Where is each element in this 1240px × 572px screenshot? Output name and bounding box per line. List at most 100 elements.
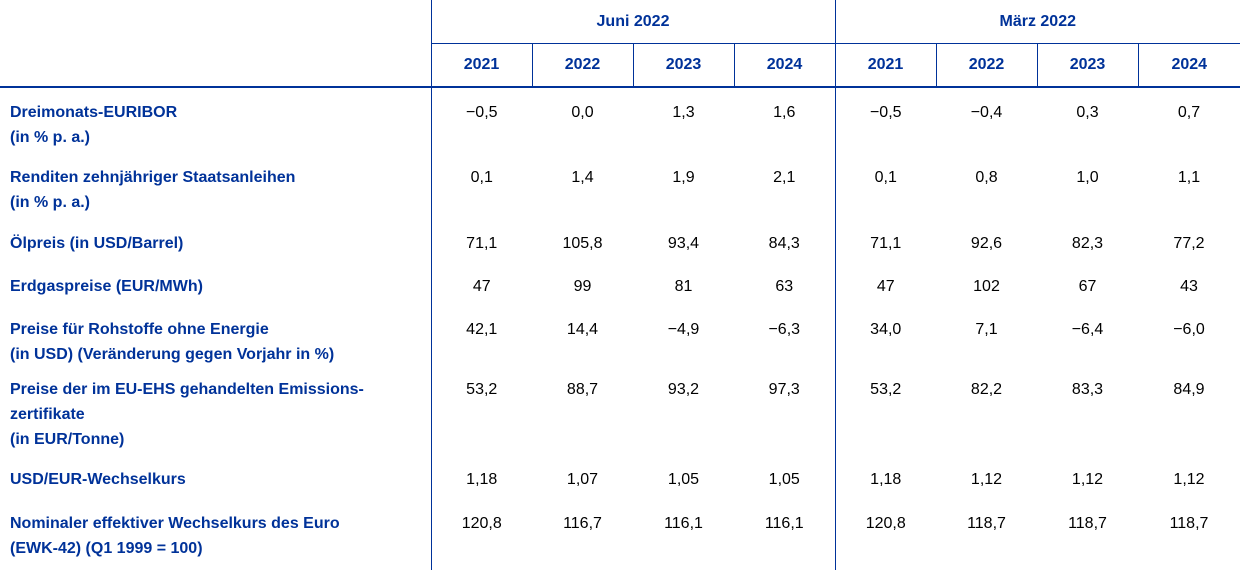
year-header: 2024	[1137, 43, 1240, 88]
value-cell: 116,1	[764, 515, 804, 532]
row-label-line: Erdgaspreise (EUR/MWh)	[10, 278, 203, 295]
year-header: 2023	[1036, 43, 1138, 88]
value-cell: 84,9	[1173, 381, 1205, 398]
value-cell: 34,0	[834, 317, 936, 377]
table-row: Preise der im EU-EHS gehandelten Emissio…	[0, 377, 1240, 467]
row-label-line: Dreimonats-EURIBOR	[10, 104, 178, 121]
row-label-line: Preise der im EU-EHS gehandelten Emissio…	[10, 381, 364, 398]
value-cell: 71,1	[430, 231, 532, 274]
value-cell: 93,2	[667, 381, 700, 398]
row-label: Nominaler effektiver Wechselkurs des Eur…	[0, 511, 431, 570]
value-cell: −0,4	[970, 104, 1003, 121]
row-label-line: (in % p. a.)	[10, 194, 90, 211]
value-cell: 1,3	[672, 104, 695, 121]
value-cell: 118,7	[1068, 515, 1107, 532]
year-header: 2021	[430, 43, 532, 88]
value-cell: 42,1	[430, 317, 532, 377]
header-corner	[0, 0, 431, 44]
value-cell: −0,5	[430, 87, 532, 165]
value-cell: 0,0	[571, 104, 594, 121]
value-cell: 7,1	[975, 321, 998, 338]
value-cell: 0,1	[430, 165, 532, 231]
year-header-row: 2021 2022 2023 2024 2021 2022 2023 2024	[0, 43, 1240, 88]
value-cell: 105,8	[562, 235, 603, 252]
year-header: 2022	[531, 43, 633, 88]
value-cell: 116,1	[664, 515, 703, 532]
value-cell: 67	[1078, 278, 1097, 295]
value-cell: 120,8	[834, 511, 936, 570]
group-header-row: Juni 2022 März 2022	[0, 0, 1240, 44]
value-cell: −4,9	[667, 321, 700, 338]
row-label-line: Preise für Rohstoffe ohne Energie	[10, 321, 269, 338]
row-label-line: zertifikate	[10, 406, 85, 423]
value-cell: 99	[573, 278, 592, 295]
value-cell: 53,2	[430, 377, 532, 467]
value-cell: 102	[973, 278, 1000, 295]
row-label-line: (in USD) (Veränderung gegen Vorjahr in %…	[10, 346, 335, 363]
value-cell: 47	[834, 274, 936, 317]
group-header-maerz-2022: März 2022	[834, 0, 1240, 44]
value-cell: 0,3	[1076, 104, 1099, 121]
row-label: Preise der im EU-EHS gehandelten Emissio…	[0, 377, 431, 467]
group-header-juni-2022: Juni 2022	[430, 0, 835, 44]
value-cell: 77,2	[1173, 235, 1205, 252]
table-row: Nominaler effektiver Wechselkurs des Eur…	[0, 511, 1240, 570]
table-row: Ölpreis (in USD/Barrel) 71,1 105,8 93,4 84,3…	[0, 231, 1240, 274]
value-cell: 93,4	[667, 235, 700, 252]
value-cell: 1,12	[970, 471, 1003, 488]
value-cell: 0,1	[834, 165, 936, 231]
value-cell: −6,4	[1071, 321, 1104, 338]
row-label: USD/EUR-Wechselkurs	[0, 467, 431, 511]
table-header: Juni 2022 März 2022 2021 2022 2023 2024 …	[0, 0, 1240, 88]
value-cell: 1,05	[667, 471, 700, 488]
row-label-line: (in % p. a.)	[10, 129, 90, 146]
table-row: Renditen zehnjähriger Staatsanleihen(in …	[0, 165, 1240, 231]
row-label: Dreimonats-EURIBOR (in % p. a.)	[0, 87, 431, 165]
value-cell: 0,8	[975, 169, 998, 186]
year-header: 2024	[733, 43, 835, 88]
value-cell: 1,07	[566, 471, 599, 488]
value-cell: 84,3	[768, 235, 800, 252]
row-label-line: (in EUR/Tonne)	[10, 431, 125, 448]
value-cell: 1,0	[1076, 169, 1099, 186]
value-cell: 2,1	[773, 169, 796, 186]
value-cell: 1,18	[430, 467, 532, 511]
value-cell: −6,0	[1173, 321, 1205, 338]
table-row: Dreimonats-EURIBOR (in % p. a.) −0,5 0,0 1,3…	[0, 87, 1240, 165]
value-cell: 92,6	[970, 235, 1003, 252]
value-cell: 1,4	[571, 169, 594, 186]
value-cell: 88,7	[566, 381, 599, 398]
row-label: Ölpreis (in USD/Barrel)	[0, 231, 431, 274]
value-cell: 1,05	[768, 471, 800, 488]
value-cell: 82,3	[1071, 235, 1104, 252]
row-label-line: (EWK-42) (Q1 1999 = 100)	[10, 540, 203, 557]
row-label-line: Ölpreis (in USD/Barrel)	[10, 235, 184, 252]
year-header: 2021	[834, 43, 936, 88]
value-cell: 47	[430, 274, 532, 317]
row-label-line: USD/EUR-Wechselkurs	[10, 471, 186, 488]
row-label: Renditen zehnjähriger Staatsanleihen(in …	[0, 165, 431, 231]
value-cell: 53,2	[834, 377, 936, 467]
value-cell: 1,12	[1173, 471, 1205, 488]
row-label: Preise für Rohstoffe ohne Energie (in USD…	[0, 317, 431, 377]
value-cell: 83,3	[1071, 381, 1104, 398]
value-cell: 1,18	[834, 467, 936, 511]
value-cell: −0,5	[834, 87, 936, 165]
value-cell: 118,7	[1169, 515, 1209, 532]
value-cell: 97,3	[768, 381, 800, 398]
value-cell: −6,3	[768, 321, 801, 338]
year-header: 2022	[935, 43, 1037, 88]
table-row: Preise für Rohstoffe ohne Energie (in USD…	[0, 317, 1240, 377]
year-header: 2023	[632, 43, 734, 88]
value-cell: 1,1	[1177, 169, 1201, 186]
value-cell: 1,6	[773, 104, 796, 121]
value-cell: 116,7	[563, 515, 602, 532]
value-cell: 1,12	[1071, 471, 1104, 488]
value-cell: 120,8	[430, 511, 532, 570]
row-label: Erdgaspreise (EUR/MWh)	[0, 274, 431, 317]
value-cell: 43	[1180, 278, 1198, 295]
value-cell: 82,2	[970, 381, 1003, 398]
